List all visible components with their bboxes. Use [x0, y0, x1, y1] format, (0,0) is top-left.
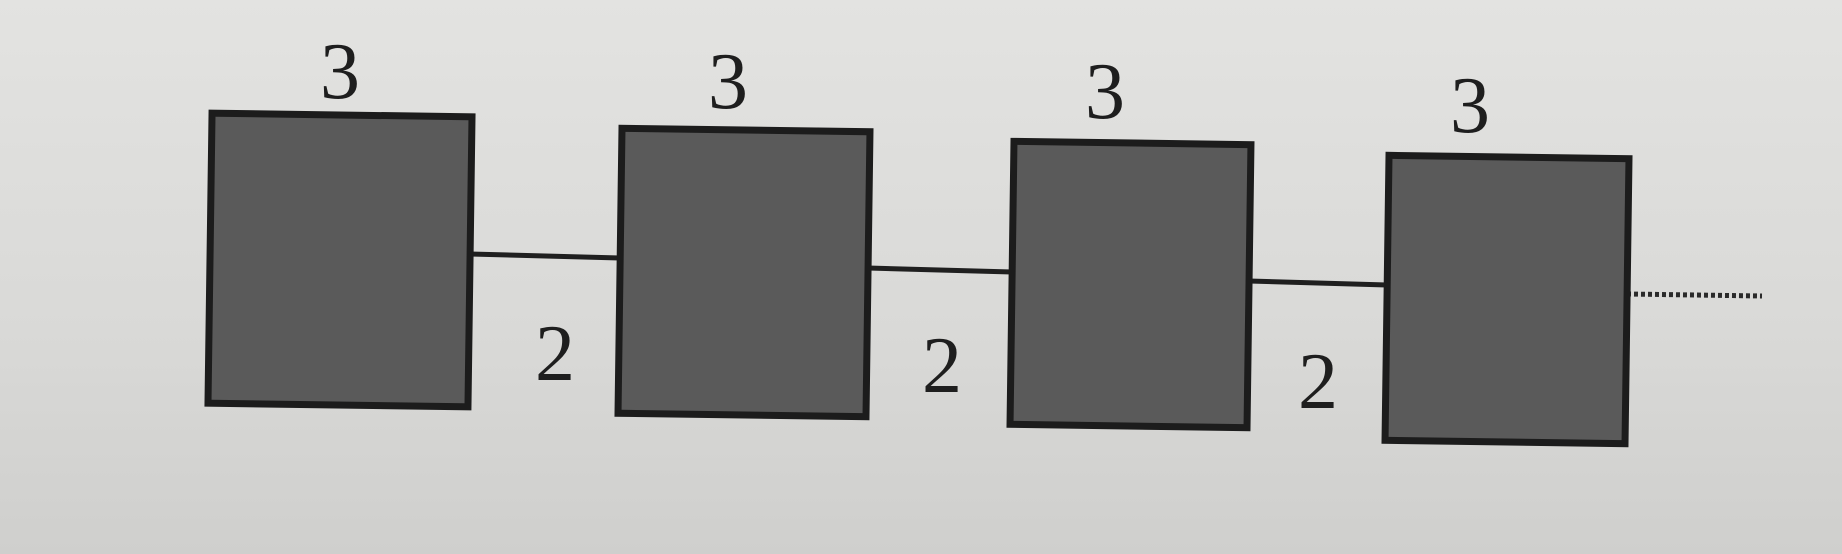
connector-3-label: 2 — [1298, 338, 1338, 426]
connector-line-2 — [867, 265, 1013, 275]
connector-2-label: 2 — [922, 322, 962, 410]
square-2 — [614, 124, 874, 421]
square-1 — [204, 109, 476, 411]
square-1-top-label: 3 — [320, 28, 360, 116]
square-3-top-label: 3 — [1085, 48, 1125, 136]
connector-1-label: 2 — [535, 310, 575, 398]
connector-line-3 — [1248, 278, 1388, 288]
square-4 — [1381, 151, 1633, 448]
square-4-top-label: 3 — [1450, 62, 1490, 150]
square-3 — [1006, 137, 1255, 432]
continuation-dotted-line — [1626, 291, 1763, 299]
square-2-top-label: 3 — [708, 38, 748, 126]
connector-line-1 — [469, 251, 621, 261]
